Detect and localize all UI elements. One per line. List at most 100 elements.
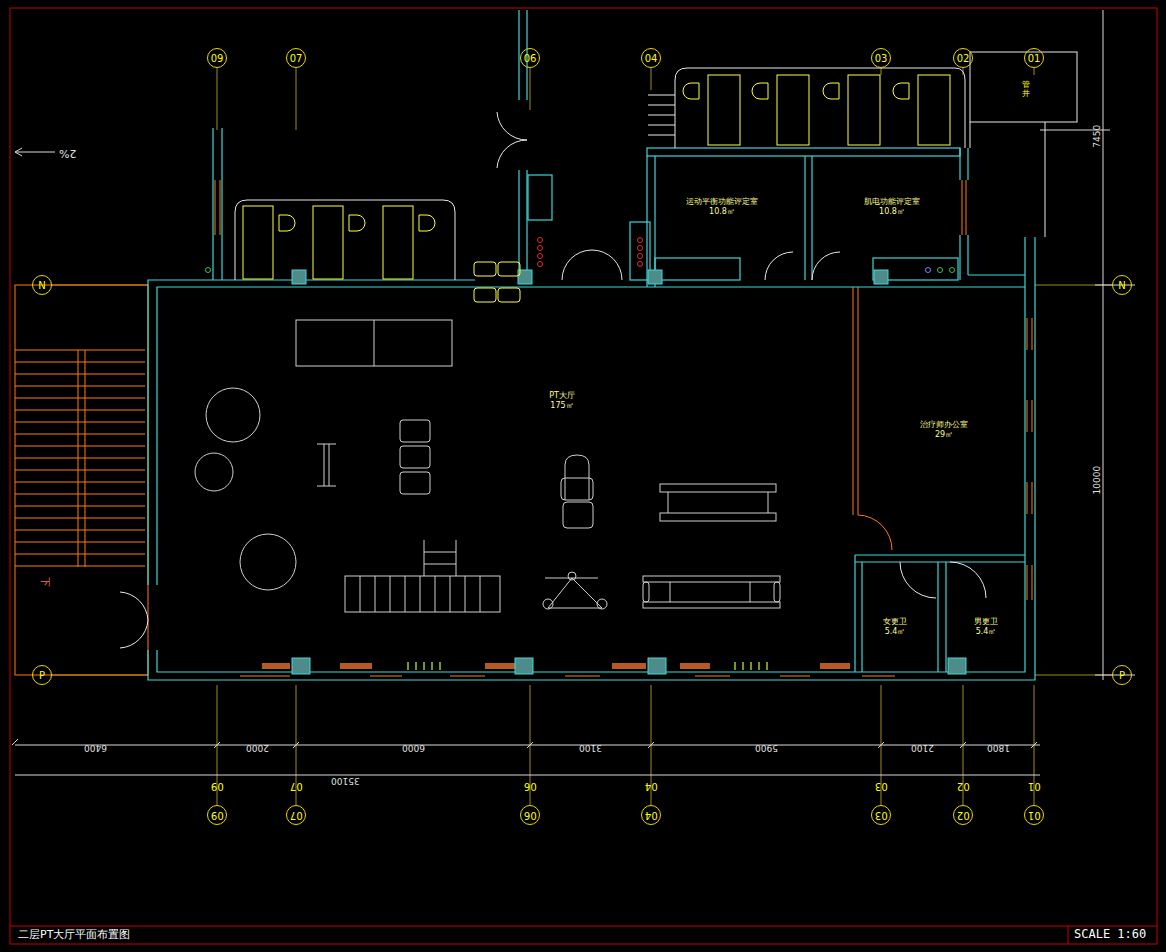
- plan-linework: [15, 374, 145, 375]
- plan-linework: [655, 258, 740, 280]
- plan-linework: [12, 10, 1135, 775]
- room-name: 治疗师办公室: [920, 420, 968, 430]
- plan-linework: [235, 200, 455, 280]
- plan-linework: [419, 215, 435, 231]
- grid-number: 04: [645, 780, 658, 792]
- room-label: 运动平衡功能评定室10.8㎡: [684, 196, 760, 217]
- plan-linework: [456, 540, 457, 576]
- plan-linework: [752, 83, 768, 99]
- plan-linework: [878, 742, 884, 748]
- plan-linework: [597, 599, 607, 609]
- plan-linework: [222, 279, 475, 280]
- room-label: PT大厅175㎡: [547, 390, 577, 411]
- plan-linework: [918, 75, 950, 145]
- plan-linework: [648, 658, 666, 674]
- plan-linework: [498, 288, 520, 302]
- grid-number: 01: [1028, 53, 1041, 64]
- plan-linework: [638, 246, 643, 251]
- plan-linework: [262, 663, 850, 669]
- plan-linework: [370, 676, 402, 677]
- plan-linework: [420, 576, 421, 612]
- plan-linework: [862, 676, 895, 677]
- plan-linework: [1027, 318, 1028, 350]
- plan-linework: [349, 215, 365, 231]
- scale-note: SCALE 1:60: [1074, 928, 1146, 942]
- plan-linework: [648, 115, 675, 116]
- plan-linework: [12, 739, 18, 745]
- dimension-text: 5900: [755, 743, 778, 753]
- grid-bubble: 07: [286, 48, 306, 68]
- room-name: 女更卫: [883, 617, 907, 627]
- grid-number: 02: [957, 810, 970, 821]
- room-name: 运动平衡功能评定室: [686, 197, 758, 207]
- plan-linework: [651, 68, 652, 90]
- grid-bubble: 03: [871, 48, 891, 68]
- plan-linework: [823, 83, 839, 99]
- plan-linework: [1103, 10, 1104, 680]
- grid-bubble: 09: [207, 48, 227, 68]
- plan-linework: [15, 566, 145, 567]
- plan-linework: [804, 156, 805, 280]
- grid-number: P: [39, 670, 45, 681]
- plan-linework: [648, 125, 675, 126]
- plan-linework: [148, 10, 1035, 680]
- plan-linework: [15, 530, 145, 531]
- plan-linework: [812, 252, 840, 280]
- plan-linework: [148, 280, 222, 585]
- plan-linework: [480, 576, 481, 612]
- plan-linework: [967, 148, 968, 180]
- plan-linework: [648, 105, 675, 106]
- grid-number: P: [1119, 670, 1125, 681]
- grid-bubble: 07: [286, 805, 306, 825]
- plan-linework: [313, 206, 343, 279]
- plan-linework: [375, 576, 376, 612]
- plan-linework: [329, 444, 330, 486]
- grid-bubble: 09: [207, 805, 227, 825]
- annotation: 管井: [1022, 81, 1030, 99]
- grid-number: 06: [524, 53, 537, 64]
- plan-linework: [530, 68, 531, 110]
- grid-bubble: P: [1112, 665, 1132, 685]
- plan-linework: [1032, 565, 1033, 600]
- plan-linework: [1095, 675, 1135, 676]
- plan-linework: [485, 663, 515, 669]
- room-name: 男更卫: [974, 617, 998, 627]
- plan-linework: [10, 926, 1157, 927]
- plan-linework: [324, 444, 325, 486]
- grid-bubble: 02: [953, 805, 973, 825]
- plan-linework: [423, 662, 425, 670]
- plan-linework: [240, 534, 296, 590]
- plan-linework: [400, 446, 430, 468]
- plan-linework: [217, 68, 218, 130]
- plan-linework: [1034, 68, 1035, 75]
- grid-bubble: N: [1112, 275, 1132, 295]
- plan-linework: [950, 268, 955, 273]
- plan-linework: [893, 83, 909, 99]
- plan-linework: [424, 552, 456, 553]
- grid-bubble: 06: [520, 48, 540, 68]
- plan-linework: [648, 270, 662, 284]
- plan-linework: [948, 658, 966, 674]
- grid-bubble: 01: [1024, 805, 1044, 825]
- plan-linework: [528, 175, 552, 220]
- grid-bubble: 02: [953, 48, 973, 68]
- plan-linework: [243, 206, 273, 279]
- plan-linework: [966, 180, 967, 235]
- grid-number: 09: [211, 780, 224, 792]
- plan-linework: [1031, 742, 1037, 748]
- plan-linework: [643, 602, 780, 608]
- grid-number: 06: [524, 780, 537, 792]
- plan-linework: [195, 320, 780, 612]
- plan-linework: [400, 472, 430, 494]
- plan-linework: [498, 262, 520, 276]
- plan-linework: [435, 576, 436, 612]
- plan-linework: [959, 235, 960, 280]
- plan-linework: [15, 470, 145, 471]
- plan-linework: [400, 420, 430, 442]
- plan-linework: [855, 561, 1025, 562]
- plan-linework: [15, 152, 55, 153]
- plan-linework: [450, 676, 485, 677]
- grid-number: N: [38, 280, 45, 291]
- plan-linework: [474, 288, 496, 302]
